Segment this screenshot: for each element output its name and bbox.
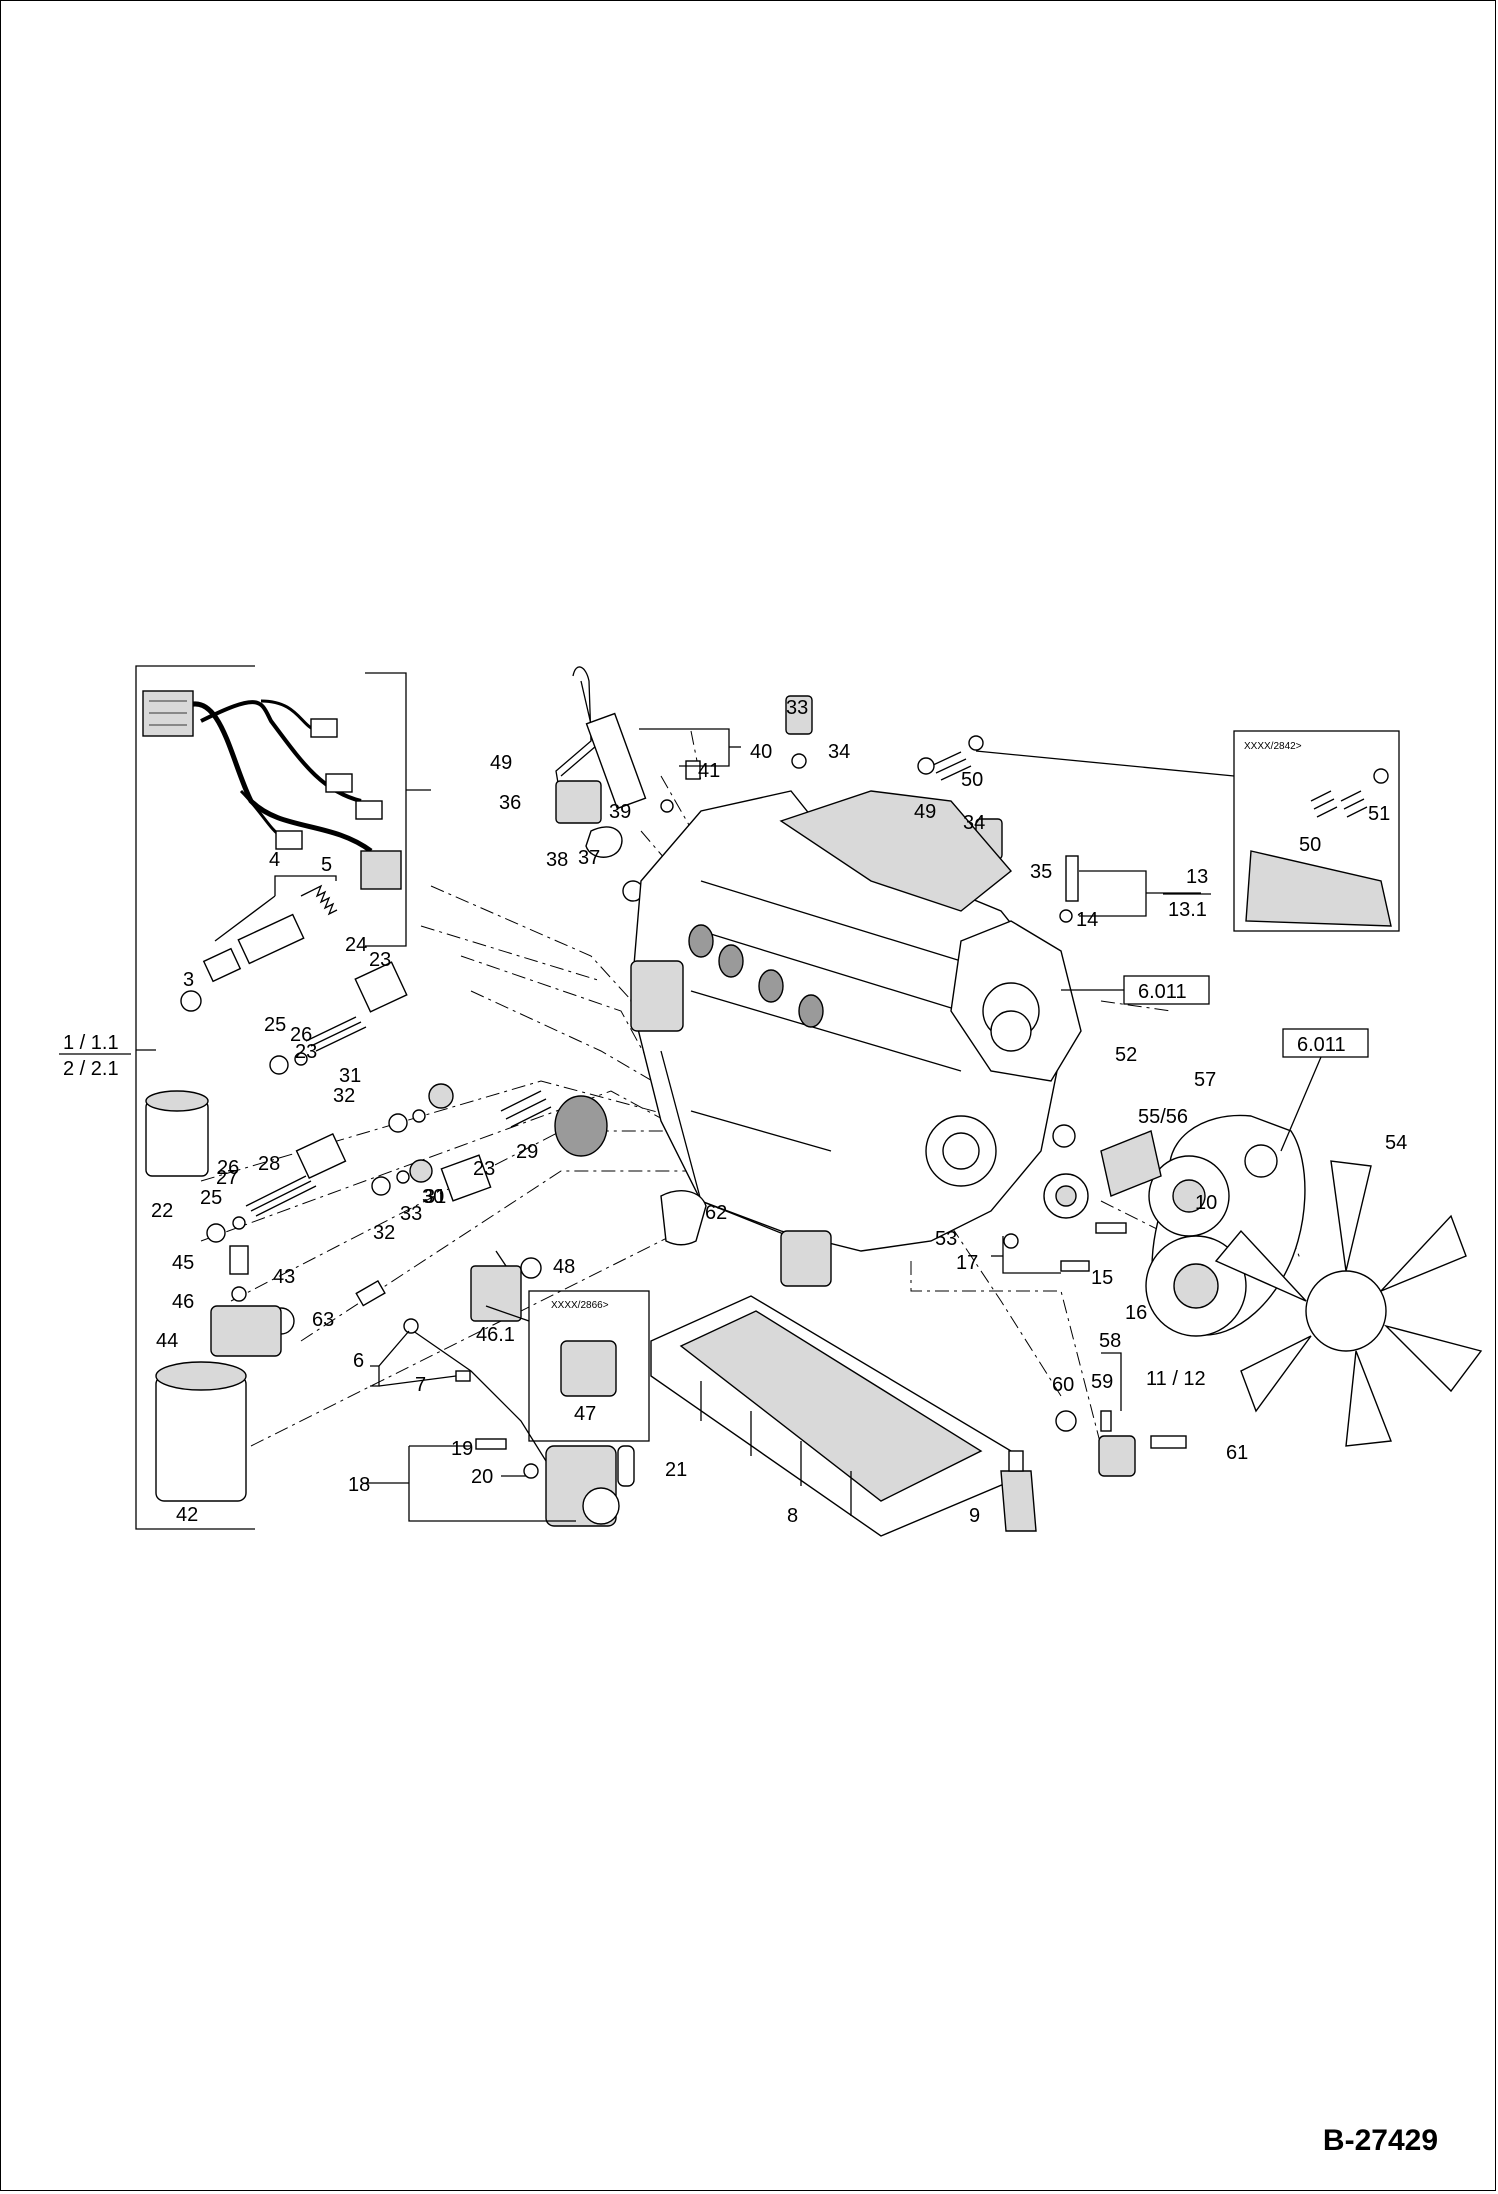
callout-49: 49 (914, 801, 936, 823)
inset-label: XXXX/2842> (1244, 741, 1302, 752)
callout-6: 6 (353, 1350, 364, 1372)
callout-46: 46 (172, 1291, 194, 1313)
callout-57: 57 (1194, 1069, 1216, 1091)
callout-26: 26 (217, 1157, 239, 1179)
callout-42: 42 (176, 1504, 198, 1526)
callout-38: 38 (546, 849, 568, 871)
inset-46-1 (485, 1290, 650, 1442)
document-id: B-27429 (1322, 2124, 1438, 2157)
callout-18: 18 (348, 1474, 370, 1496)
callout-49: 49 (490, 752, 512, 774)
callout-2-2-1: 2 / 2.1 (63, 1058, 119, 1080)
callout-32: 32 (373, 1222, 395, 1244)
callout-23: 23 (473, 1158, 495, 1180)
reference-label: 6.011 (1138, 981, 1187, 1003)
valve-parts-left (145, 875, 635, 1527)
callout-37: 37 (578, 847, 600, 869)
callout-60: 60 (1052, 1374, 1074, 1396)
callout-13: 13 (1186, 866, 1208, 888)
callout-31: 31 (424, 1186, 446, 1208)
callout-36: 36 (499, 792, 521, 814)
callout-22: 22 (151, 1200, 173, 1222)
callout-28: 28 (258, 1153, 280, 1175)
callout-61: 61 (1226, 1442, 1248, 1464)
oil-pan (650, 1295, 1012, 1537)
callout-40: 40 (750, 741, 772, 763)
callout-15: 15 (1091, 1267, 1113, 1289)
callout-4: 4 (269, 849, 280, 871)
callout-48: 48 (553, 1256, 575, 1278)
left-group-bracket (135, 665, 255, 1530)
callout-29: 29 (516, 1141, 538, 1163)
callout-55-56: 55/56 (1138, 1106, 1188, 1128)
inset-label: XXXX/2866> (551, 1300, 609, 1311)
callout-13-1: 13.1 (1168, 899, 1207, 921)
callout-23: 23 (369, 949, 391, 971)
callout-53: 53 (935, 1228, 957, 1250)
callout-16: 16 (1125, 1302, 1147, 1324)
callout-23: 23 (295, 1041, 317, 1063)
callout-39: 39 (609, 801, 631, 823)
callout-14: 14 (1076, 909, 1098, 931)
callout-27: 27 (216, 1167, 238, 1189)
callout-8: 8 (787, 1505, 798, 1527)
callout-50: 50 (1299, 834, 1321, 856)
callout-17: 17 (956, 1252, 978, 1274)
callout-54: 54 (1385, 1132, 1407, 1154)
callout-30: 30 (422, 1186, 444, 1208)
callout-32: 32 (333, 1085, 355, 1107)
callout-1-1-1: 1 / 1.1 (63, 1032, 119, 1054)
reference-box-2 (1282, 1028, 1369, 1058)
callout-3: 3 (183, 969, 194, 991)
callout-41: 41 (698, 760, 720, 782)
callout-59: 59 (1091, 1371, 1113, 1393)
callout-11-12: 11 / 12 (1146, 1368, 1206, 1390)
callout-35: 35 (1030, 861, 1052, 883)
callout-26: 26 (290, 1024, 312, 1046)
wiring-harness (142, 672, 431, 947)
callout-9: 9 (969, 1505, 980, 1527)
reference-label: 6.011 (1297, 1034, 1346, 1056)
callout-51: 51 (1368, 803, 1390, 825)
callout-33: 33 (400, 1203, 422, 1225)
callout-25: 25 (200, 1187, 222, 1209)
callout-31: 31 (339, 1065, 361, 1087)
belt-and-fan (990, 1010, 1483, 1477)
callout-34: 34 (828, 741, 850, 763)
callout-45: 45 (172, 1252, 194, 1274)
callout-44: 44 (156, 1330, 178, 1352)
callout-33: 33 (786, 697, 808, 719)
inset-top-right (975, 730, 1400, 932)
callout-10: 10 (1195, 1192, 1217, 1214)
sealant-tube (1000, 1450, 1037, 1532)
callout-25: 25 (264, 1014, 286, 1036)
callout-7: 7 (415, 1374, 426, 1396)
reference-boxes (1061, 975, 1369, 1152)
callout-21: 21 (665, 1459, 687, 1481)
callout-58: 58 (1099, 1330, 1121, 1352)
callout-43: 43 (273, 1266, 295, 1288)
callout-47: 47 (574, 1403, 596, 1425)
callout-5: 5 (321, 854, 332, 876)
callout-50: 50 (961, 769, 983, 791)
callout-20: 20 (471, 1466, 493, 1488)
callout-62: 62 (705, 1202, 727, 1224)
engine-block (630, 790, 1082, 1287)
callout-52: 52 (1115, 1044, 1137, 1066)
callout-34: 34 (963, 812, 985, 834)
callout-63: 63 (312, 1309, 334, 1331)
callout-46-1: 46.1 (476, 1324, 515, 1346)
callout-19: 19 (451, 1438, 473, 1460)
callout-24: 24 (345, 934, 367, 956)
